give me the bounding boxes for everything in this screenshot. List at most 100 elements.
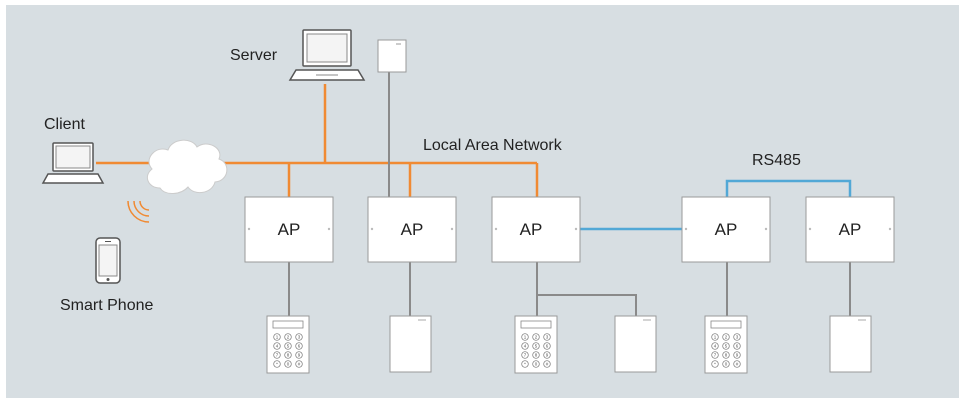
card-reader-icon	[829, 315, 872, 373]
keypad-key-label: 4	[276, 344, 279, 349]
rs485-links	[580, 179, 852, 231]
keypad-key-label: 8	[725, 353, 728, 358]
wire-ap3-reader	[537, 294, 637, 316]
rs485-bus	[725, 179, 852, 197]
card-reader-icon	[389, 315, 432, 373]
keypad-key	[521, 360, 529, 368]
keypad-key-label: 5	[287, 344, 290, 349]
diagram-background	[6, 5, 959, 398]
keypad-key-label: 0	[535, 362, 538, 367]
keypad-key	[295, 333, 303, 341]
keypad-key	[733, 333, 741, 341]
access-panel-1-label: AP	[278, 220, 301, 239]
keypad-key	[295, 360, 303, 368]
keypad-key	[543, 342, 551, 350]
keypad-key-label: #	[736, 362, 739, 367]
keypad-key	[273, 351, 281, 359]
keypad-key-label: 2	[725, 335, 728, 340]
keypad-key-label: 0	[287, 362, 290, 367]
keypad-key-label: 4	[714, 344, 717, 349]
keypad-key	[532, 360, 540, 368]
keypad-key-label: 2	[535, 335, 538, 340]
keypad-key-label: 3	[736, 335, 739, 340]
server-label: Server	[230, 47, 278, 64]
keypad-reader-icon: 1 2 3 4 5 6 7 8 9 * 0 #	[704, 315, 748, 374]
keypad-key-label: 8	[535, 353, 538, 358]
access-panel-2: AP	[367, 196, 457, 263]
keypad-key	[532, 351, 540, 359]
keypad-key-label: 3	[298, 335, 301, 340]
keypad-key-label: 7	[276, 353, 279, 358]
keypad-reader-icon: 1 2 3 4 5 6 7 8 9 * 0 #	[266, 315, 310, 374]
keypad-key-label: 6	[546, 344, 549, 349]
keypad-key-label: 9	[298, 353, 301, 358]
keypad-key	[284, 333, 292, 341]
keypad-key	[722, 351, 730, 359]
keypad-key-label: 5	[725, 344, 728, 349]
keypad-key-label: 2	[287, 335, 290, 340]
keypad-key-label: 9	[736, 353, 739, 358]
keypad-key	[295, 342, 303, 350]
keypad-key-label: *	[524, 362, 526, 367]
keypad-key	[722, 333, 730, 341]
keypad-key-label: #	[298, 362, 301, 367]
access-panel-2-label: AP	[401, 220, 424, 239]
keypad-key	[273, 333, 281, 341]
keypad-key	[532, 333, 540, 341]
keypad-key	[711, 333, 719, 341]
cloud-icon	[146, 139, 228, 194]
keypad-key	[543, 360, 551, 368]
keypad-key	[273, 342, 281, 350]
keypad-key	[543, 351, 551, 359]
keypad-key	[521, 342, 529, 350]
access-panel-4: AP	[681, 196, 771, 263]
access-panel-5-label: AP	[839, 220, 862, 239]
access-panel-1: AP	[244, 196, 334, 263]
keypad-key-label: 8	[287, 353, 290, 358]
client-label: Client	[44, 116, 85, 133]
keypad-key-label: 0	[725, 362, 728, 367]
keypad-key-label: 1	[524, 335, 527, 340]
keypad-key	[722, 342, 730, 350]
access-panel-3: AP	[491, 196, 581, 263]
card-reader-icon	[614, 315, 657, 373]
keypad-key	[521, 333, 529, 341]
access-panel-4-label: AP	[715, 220, 738, 239]
keypad-key-label: 9	[546, 353, 549, 358]
wireless-signal-icon	[127, 200, 150, 223]
keypad-key	[273, 360, 281, 368]
keypad-key	[733, 360, 741, 368]
rs485-label: RS485	[752, 152, 801, 169]
keypad-key-label: *	[276, 362, 278, 367]
device-wires	[288, 72, 851, 316]
keypad-key	[722, 360, 730, 368]
keypad-key	[733, 342, 741, 350]
keypad-key	[733, 351, 741, 359]
keypad-key-label: 1	[276, 335, 279, 340]
keypad-key-label: 4	[524, 344, 527, 349]
keypad-key-label: 6	[736, 344, 739, 349]
keypad-key-label: *	[714, 362, 716, 367]
smart-phone-label: Smart Phone	[60, 297, 154, 314]
keypad-key-label: 1	[714, 335, 717, 340]
lan-label: Local Area Network	[423, 137, 562, 154]
smart-phone-icon	[95, 237, 121, 284]
keypad-key-label: 7	[714, 353, 717, 358]
keypad-key-label: 3	[546, 335, 549, 340]
keypad-key-label: #	[546, 362, 549, 367]
keypad-key-label: 6	[298, 344, 301, 349]
keypad-key-label: 5	[535, 344, 538, 349]
keypad-key	[284, 360, 292, 368]
keypad-key	[295, 351, 303, 359]
keypad-key	[543, 333, 551, 341]
client-laptop-icon	[41, 142, 105, 184]
keypad-key	[532, 342, 540, 350]
keypad-key	[284, 351, 292, 359]
keypad-key	[711, 351, 719, 359]
access-panel-5: AP	[805, 196, 895, 263]
keypad-key	[711, 342, 719, 350]
